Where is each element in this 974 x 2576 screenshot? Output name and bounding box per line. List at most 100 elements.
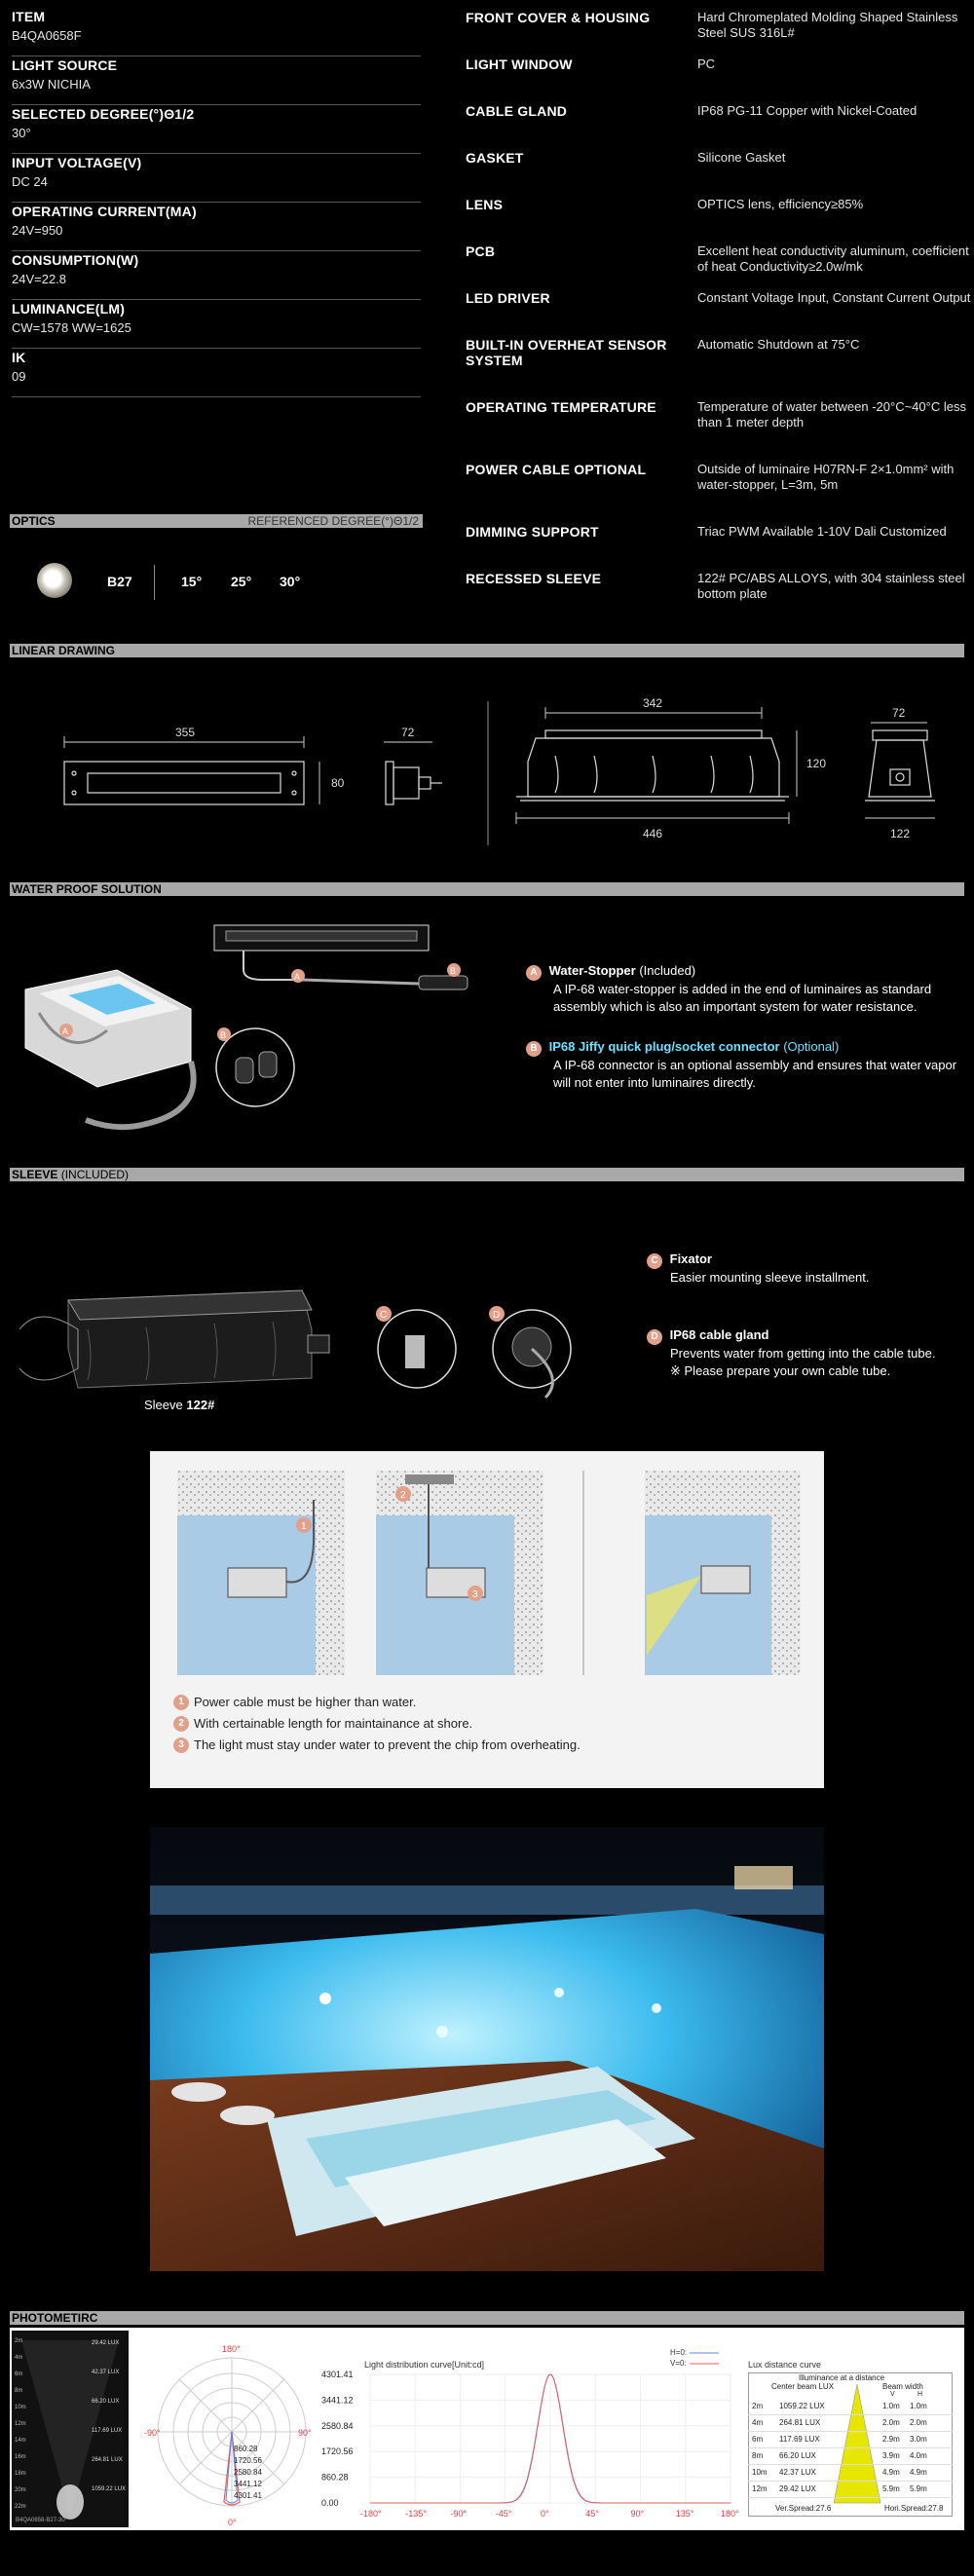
- curve-y-tick: 4301.41: [321, 2370, 354, 2379]
- spec-value: PC: [697, 56, 716, 71]
- lux-row-h: 3.0m: [910, 2435, 927, 2444]
- spec-label: POWER CABLE OPTIONAL: [466, 462, 647, 477]
- optics-lens-name: B27: [107, 574, 132, 589]
- spec-value: Outside of luminaire H07RN-F 2×1.0mm² wi…: [697, 462, 955, 492]
- linear-drawing-bar: LINEAR DRAWING: [10, 644, 964, 657]
- waterproof-b-block: B IP68 Jiffy quick plug/socket connector…: [526, 1038, 969, 1092]
- optics-referenced: REFERENCED DEGREE(°)Θ1/2: [247, 514, 420, 528]
- polar-0: 0°: [228, 2518, 237, 2527]
- thumb-distance: 8m: [15, 2388, 22, 2394]
- polar-90: 90°: [298, 2428, 312, 2438]
- svg-text:1: 1: [301, 1521, 307, 1532]
- polar-180: 180°: [222, 2344, 241, 2354]
- connector-suffix: (Optional): [779, 1039, 840, 1054]
- spec-label: DIMMING SUPPORT: [466, 524, 599, 540]
- install-note-text: With certainable length for maintainance…: [194, 1716, 473, 1731]
- spec-left-row: CONSUMPTION(W)24V=22.8: [12, 251, 421, 300]
- lux-row-distance: 4m: [752, 2418, 764, 2427]
- badge-d: D: [647, 1329, 662, 1345]
- dim-72b: 72: [892, 706, 906, 720]
- curve-y-tick: 1720.56: [321, 2446, 354, 2456]
- spec-value: Temperature of water between -20°C~40°C …: [697, 399, 966, 429]
- thumb-distance: 22m: [15, 2504, 26, 2510]
- optics-title: OPTICS: [12, 514, 56, 528]
- lux-head-h: H: [918, 2391, 923, 2398]
- spec-value: 122# PC/ABS ALLOYS, with 304 stainless s…: [697, 571, 965, 601]
- curve-y-tick: 3441.12: [321, 2395, 354, 2405]
- cable-gland-note: ※ Please prepare your own cable tube.: [670, 1363, 891, 1378]
- thumb-distance: 12m: [15, 2421, 26, 2427]
- curve-x-tick: -90°: [451, 2509, 468, 2519]
- lux-row-v: 1.0m: [882, 2402, 900, 2410]
- lux-row-h: 5.9m: [910, 2484, 927, 2493]
- thumb-lux: 1059.22 LUX: [92, 2486, 126, 2492]
- spec-value: B4QA0658F: [12, 28, 82, 43]
- curve-x-tick: 90°: [631, 2509, 645, 2519]
- waterproof-illustration: A B A B: [24, 924, 468, 1131]
- svg-text:C: C: [380, 1310, 387, 1321]
- curve-x-tick: 180°: [721, 2509, 739, 2519]
- lux-row-value: 29.42 LUX: [779, 2484, 816, 2493]
- pool-photo: [150, 1827, 824, 2271]
- lux-row-value: 1059.22 LUX: [779, 2402, 825, 2410]
- sleeve-illustration: C D: [19, 1289, 572, 1400]
- spec-label: OPERATING TEMPERATURE: [466, 399, 656, 415]
- optics-divider: [154, 565, 155, 600]
- dim-122: 122: [890, 827, 910, 840]
- lux-spread-h: Hori.Spread:27.8: [884, 2504, 944, 2513]
- curve-series-v: [370, 2373, 730, 2504]
- spec-label: LUMINANCE(LM): [12, 301, 126, 317]
- thumb-lux: 42.37 LUX: [92, 2370, 119, 2375]
- water-stopper-text: A IP-68 water-stopper is added in the en…: [553, 982, 932, 1014]
- dim-120: 120: [806, 757, 826, 770]
- spec-label: CABLE GLAND: [466, 103, 568, 119]
- spec-value: Automatic Shutdown at 75°C: [697, 337, 860, 352]
- spec-label: LENS: [466, 197, 504, 212]
- thumb-lux: 66.20 LUX: [92, 2399, 119, 2405]
- linear-title: LINEAR DRAWING: [12, 644, 115, 657]
- install-note-text: The light must stay under water to preve…: [194, 1737, 581, 1752]
- install-note-num: 2: [173, 1716, 189, 1732]
- curve-x-tick: 45°: [585, 2509, 599, 2519]
- spec-value: Triac PWM Available 1-10V Dali Customize…: [697, 524, 947, 539]
- lux-row-distance: 6m: [752, 2435, 764, 2444]
- spec-label: LIGHT SOURCE: [12, 57, 118, 73]
- polar-value: 2580.84: [234, 2468, 262, 2477]
- spec-value: Silicone Gasket: [697, 150, 786, 165]
- thumb-lux: 29.42 LUX: [92, 2340, 119, 2346]
- curve-y-tick: 0.00: [321, 2498, 339, 2508]
- spec-value: CW=1578 WW=1625: [12, 320, 131, 335]
- svg-text:B: B: [220, 1030, 226, 1040]
- curve-legend-v: V=0:: [670, 2359, 687, 2368]
- connector-title: IP68 Jiffy quick plug/socket connector: [548, 1039, 780, 1054]
- lux-row-value: 42.37 LUX: [779, 2468, 816, 2477]
- light-distribution-chart: 4301.413441.122580.841720.56860.280.00-1…: [321, 2370, 739, 2519]
- install-note: 2 With certainable length for maintainanc…: [173, 1716, 582, 1732]
- dim-446: 446: [643, 827, 662, 840]
- lux-row-divider: [748, 2431, 953, 2432]
- lux-head-center: Center beam LUX: [771, 2382, 835, 2391]
- fixator-title: Fixator: [669, 1251, 712, 1266]
- thumb-lux: 117.69 LUX: [92, 2428, 122, 2434]
- curve-x-tick: -45°: [496, 2509, 512, 2519]
- lux-row-distance: 8m: [752, 2451, 764, 2460]
- thumb-distance: 16m: [15, 2454, 26, 2460]
- spec-value: 24V=950: [12, 223, 63, 238]
- waterproof-title: WATER PROOF SOLUTION: [12, 882, 162, 896]
- spec-label: RECESSED SLEEVE: [466, 571, 602, 586]
- svg-text:A: A: [62, 1027, 68, 1036]
- lux-row-v: 2.9m: [882, 2435, 900, 2444]
- svg-text:B: B: [450, 966, 456, 976]
- lux-table-title: Illuminance at a distance: [799, 2373, 885, 2382]
- lux-row-v: 3.9m: [882, 2451, 900, 2460]
- curve-title: Light distribution curve[Unit:cd]: [364, 2360, 485, 2370]
- dim-342: 342: [643, 696, 662, 710]
- fixator-text: Easier mounting sleeve installment.: [670, 1270, 870, 1285]
- model-tag: B4QA0658-B27-30°: [16, 2518, 68, 2523]
- spec-label: BUILT-IN OVERHEAT SENSOR SYSTEM: [466, 337, 667, 368]
